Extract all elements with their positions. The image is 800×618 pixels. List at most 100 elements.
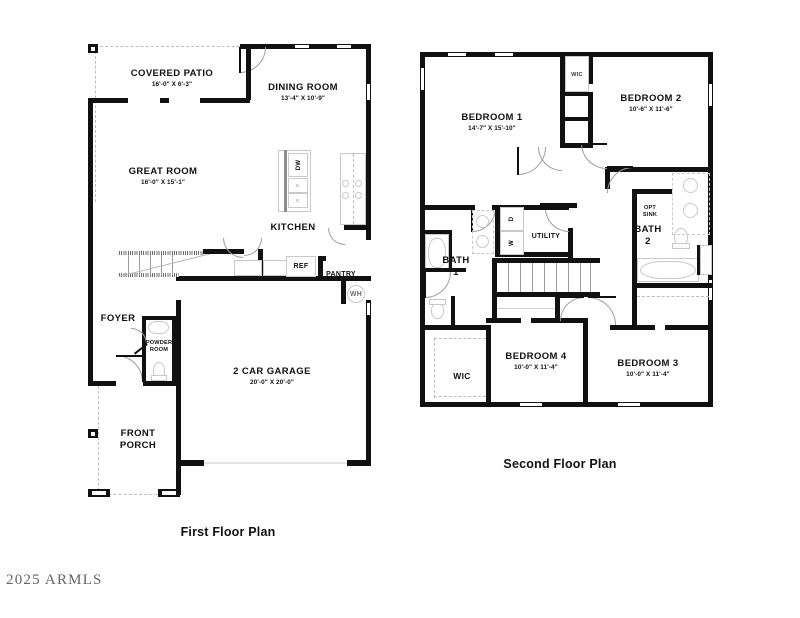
second-exterior-wall-left [420,52,425,407]
bedroom2-wall-bottom [605,167,713,172]
bedroom4-door-leaf [560,296,584,298]
bath1-wall-right [451,296,455,330]
porch-post-left-inner [91,431,95,436]
burner-2 [355,180,362,187]
second-floor-plan: BEDROOM 1 14'-7" X 15'-10" BEDROOM 2 10'… [400,0,800,500]
feature-label-dryer: D [509,216,515,222]
bath2-vanity [672,173,710,235]
stair-hatch-top [119,251,203,255]
powder-wall-top [142,316,176,320]
stair2-landing-line [497,308,555,309]
room-label-kitchen: KITCHEN [270,222,316,233]
wic-bottom-dash-v [434,338,435,398]
dryer [500,207,524,231]
feature-label-wic-upper: WIC [571,72,583,78]
exterior-wall-left-lower [88,300,93,385]
patio-beam-mid [160,98,169,103]
first-floor-plan-title: First Floor Plan [180,525,276,539]
wic-wall-bottom [560,143,593,148]
wic-shelf-wall [565,92,593,96]
wic-top-wall-right [588,52,593,84]
powder-sink [148,321,169,334]
water-heater [347,285,365,303]
stair2-tread-5 [556,263,557,292]
dishwasher [288,153,308,177]
room-label-utility: UTILITY [531,233,561,240]
garage-side-door [367,303,370,315]
burner-4 [355,192,362,199]
bedroom4-wall-right [583,330,588,407]
wic-bottom-wall-right [486,330,491,407]
wic-hall-wall [455,325,491,330]
stair2-tread-4 [544,263,545,292]
room-label-foyer: FOYER [100,313,136,324]
stair2-wall-top [492,258,600,263]
front-door-leaf [116,355,143,357]
exterior-wall-left-upper [88,98,93,303]
exterior-wall-right-upper [366,44,371,117]
room-label-covered-patio: COVERED PATIO 16'-0" X 6'-3" [130,68,214,88]
stair2-rail-right [555,297,560,322]
bedroom2-wall-left [605,167,610,189]
bedroom3-door-swing [588,297,616,325]
bedroom3-wall-top2 [665,325,713,330]
hall-door-swing-a [223,238,243,258]
feature-label-ref: REF [293,263,309,270]
bath1-tub-wall [448,230,452,270]
bath2-door-leaf [607,166,633,168]
counter-run-left [234,260,262,276]
stair-tread-3 [150,255,151,275]
garage-door-opening [204,462,350,464]
patio-door-swing [240,47,266,73]
room-label-front-porch: FRONT PORCH [119,428,157,451]
pantry-door-header [344,225,371,230]
garage-wall-left [176,300,181,495]
bath1-sink-a [476,215,489,228]
bath1-toilet-tank [429,299,446,305]
burner-3 [342,192,349,199]
bath1-vanity [472,210,494,254]
bedroom3-door-leaf [588,296,616,298]
porch-post-br-inner [162,491,176,495]
stair2-tread-3 [532,263,533,292]
stair2-tread-7 [580,263,581,292]
second-floor-plan-title: Second Floor Plan [503,457,617,471]
bath2-wall-bottom [632,283,712,288]
bath1-sink-b [476,235,489,248]
stair-tread-1 [128,255,129,275]
great-room-wall-lower [176,276,371,281]
powder-wall-left [142,316,146,382]
stair-tread-5 [172,255,173,275]
patio-beam-left [92,98,128,103]
hall-door-2f-b [538,147,562,171]
bath2-sink-b [683,203,698,218]
patio-beam-right [200,98,250,103]
room-label-great-room: GREAT ROOM 16'-0" X 15'-1" [128,166,198,186]
island-drain-a [296,184,299,187]
room-label-bedroom-4: BEDROOM 4 10'-0" X 11'-4" [505,351,567,371]
stair-wall-top [203,249,244,254]
utility-door-leaf [545,208,569,210]
utility-wall-left [495,205,500,255]
wic-wall-seg-a [565,117,593,121]
stair2-wall-left [492,258,497,297]
bath2-wall-left [632,189,637,325]
foyer-wall-bottom-2 [143,381,176,386]
room-label-bedroom-2: BEDROOM 2 10'-6" X 11'-6" [620,93,682,113]
stair2-tread-6 [568,263,569,292]
second-bottom-window-2 [618,403,640,406]
room-label-bedroom-1: BEDROOM 1 14'-7" X 15'-10" [461,112,523,132]
pantry-wall-nub [318,256,326,261]
island-drain-b [296,199,299,202]
bath2-tub-inner [640,261,696,279]
hall-door-2f-a-leaf [517,147,519,175]
bath1-door-leaf [424,272,426,298]
top-wall-window-2 [337,45,351,48]
wic-bottom-dash-h [434,396,486,397]
second-right-window-1 [709,84,712,106]
hall-wall-top-2 [547,203,577,208]
porch-post-bl-inner [92,491,106,495]
range-counter-dash [353,154,354,224]
bath2-dash [637,296,709,297]
stair2-rail-left [492,297,497,322]
